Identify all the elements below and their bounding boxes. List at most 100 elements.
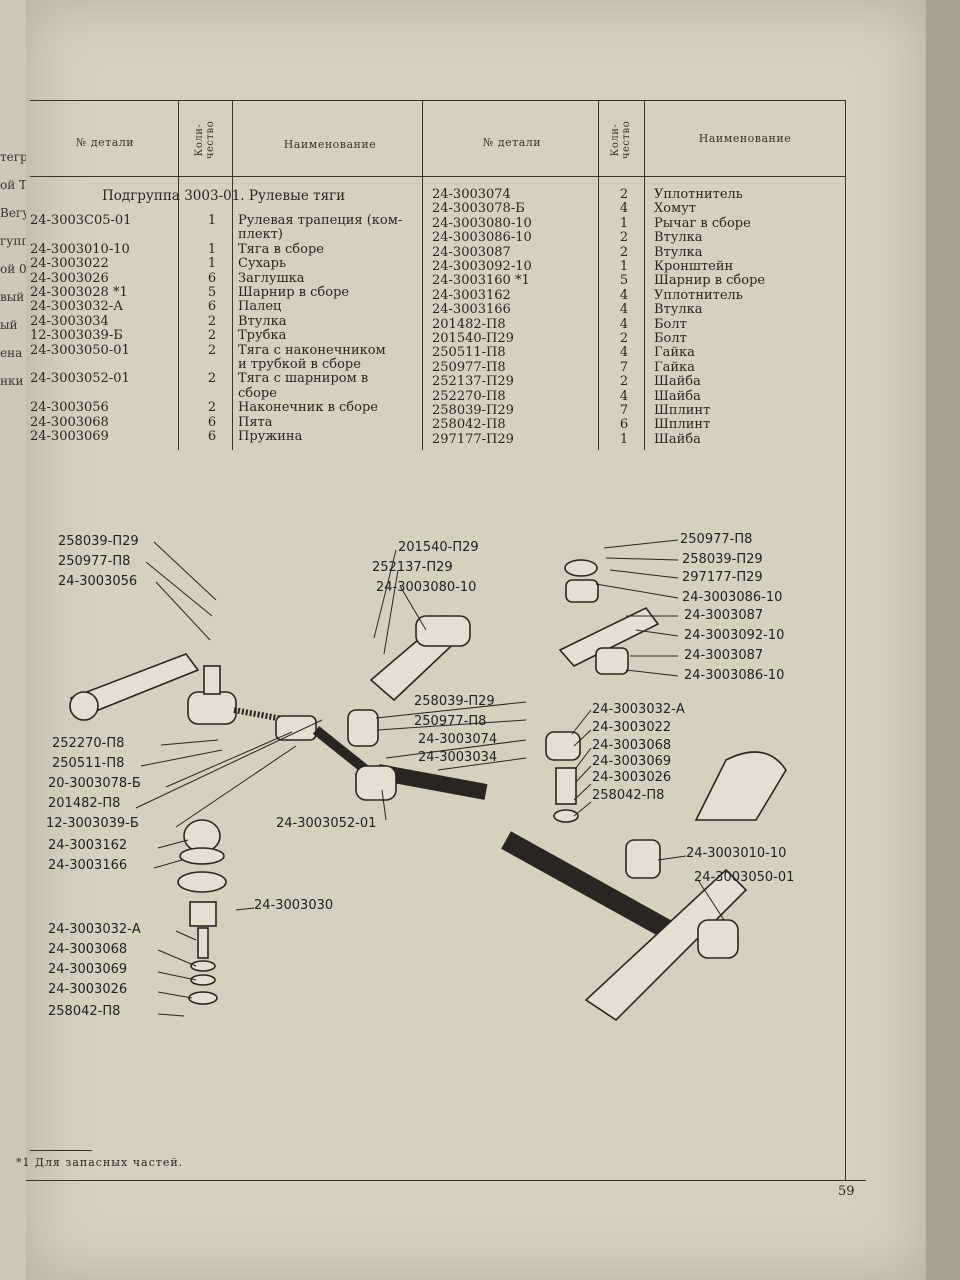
table-cell-name: Шайба — [654, 431, 701, 447]
plug — [188, 991, 218, 1005]
table-cell-num: 24-3003166 — [432, 302, 511, 318]
tie-rod-joint — [625, 839, 661, 879]
table-cell-name: Болт — [654, 331, 687, 346]
table-cell-qty: 4 — [619, 388, 629, 404]
part-callout: 12-3003039-Б — [46, 816, 139, 831]
prev-page-fragment: вый — [0, 290, 25, 304]
part-callout: 24-3003052-01 — [276, 816, 377, 831]
table-cell-name: Рычаг в сборе — [654, 215, 751, 231]
table-cell-name: Втулка — [238, 313, 287, 329]
table-cell-num: 24-3003069 — [30, 429, 109, 444]
bushing — [179, 847, 225, 865]
part-callout: 258039-П29 — [414, 694, 495, 709]
table-cell-num: 24-3003022 — [30, 256, 109, 272]
table-cell-qty: 2 — [619, 230, 629, 246]
table-cell-num: 24-3003160 *1 — [432, 273, 530, 289]
table-cell-qty: 5 — [207, 285, 217, 300]
part-callout: 24-3003087 — [684, 648, 764, 663]
pin — [555, 767, 577, 805]
column-divider — [644, 100, 645, 450]
table-cell-name: Наконечник в сборе — [238, 400, 378, 416]
table-cell-num: 252137-П29 — [432, 374, 514, 390]
table-cell-qty: 4 — [619, 201, 629, 217]
table-cell-num: 24-3003068 — [30, 414, 109, 430]
table-cell-qty: 1 — [619, 431, 629, 447]
part-callout: 252137-П29 — [372, 560, 453, 575]
table-cell-qty: 2 — [207, 342, 217, 358]
table-cell-num: 258042-П8 — [432, 417, 506, 433]
part-callout: 24-3003026 — [592, 770, 672, 785]
table-cell-qty: 7 — [619, 403, 629, 418]
part-callout: 258042-П8 — [48, 1004, 121, 1019]
table-cell-name: Сухарь — [238, 256, 287, 272]
footnote: *1 Для запасных частей. — [16, 1156, 184, 1169]
prev-page-fragment: нки — [0, 374, 24, 388]
part-callout: 258039-П29 — [58, 534, 139, 549]
table-cell-qty: 2 — [619, 187, 629, 202]
table-cell-qty: 4 — [619, 287, 629, 303]
header-bottom-rule — [30, 176, 845, 177]
clamp — [275, 715, 317, 741]
table-cell-name: Уплотнитель — [654, 287, 743, 303]
prev-page-fragment: ой Т — [0, 178, 28, 192]
long-tie-rod — [501, 831, 691, 949]
table-cell-num: 24-3003028 *1 — [30, 285, 128, 300]
leader-lines — [135, 539, 725, 1017]
header-quantity: Коли-чество — [194, 120, 216, 160]
table-cell-num: 24-3003080-10 — [432, 215, 532, 231]
table-cell-name: Болт — [654, 316, 687, 332]
page-edge-right — [926, 0, 960, 1280]
table-cell-num: 24-3003032-А — [30, 299, 124, 315]
part-callout: 201482-П8 — [48, 796, 121, 811]
part-callout: 20-3003078-Б — [48, 776, 141, 791]
seat — [190, 960, 216, 972]
table-cell-qty: 6 — [207, 299, 217, 315]
table-cell-name: Трубка — [238, 328, 287, 344]
table-cell-num: 24-3003078-Б — [432, 201, 525, 217]
table-cell-num: 24-3003087 — [432, 244, 511, 260]
bottom-frame-rule — [26, 1180, 866, 1181]
table-cell-num: 24-3003010-10 — [30, 241, 130, 257]
idler-joint — [347, 709, 379, 747]
right-ball-joint — [697, 919, 739, 959]
part-callout: 24-3003068 — [592, 738, 672, 753]
table-cell-name: Втулка — [654, 230, 703, 246]
steering-linkage-drawing — [69, 539, 787, 1022]
part-callout: 250511-П8 — [52, 756, 125, 771]
table-cell-num: 24-3003056 — [30, 400, 109, 416]
part-callout: 24-3003092-10 — [684, 628, 785, 643]
steering-knuckle — [694, 751, 787, 821]
table-cell-name: Шарнир в сборе — [238, 285, 350, 300]
part-callout: 24-3003162 — [48, 838, 128, 853]
part-callout: 250977-П8 — [680, 532, 753, 547]
table-cell-qty: 4 — [619, 345, 629, 361]
table-cell-num: 24-3003092-10 — [432, 259, 532, 274]
header-part-number-2: № детали — [482, 136, 542, 149]
table-cell-num: 24-3003026 — [30, 270, 109, 286]
pin-body — [189, 901, 217, 927]
prev-page-fragment: ой 0 — [0, 262, 27, 276]
table-cell-num: 201482-П8 — [432, 316, 506, 332]
table-cell-num: 258039-П29 — [432, 403, 514, 418]
table-cell-qty: 2 — [207, 313, 217, 329]
prev-page-fragment: ый — [0, 318, 18, 332]
part-callout: 24-3003080-10 — [376, 580, 477, 595]
prev-page-fragment: ена — [0, 346, 23, 360]
washer — [564, 559, 598, 577]
table-cell-num: 297177-П29 — [432, 431, 514, 447]
bracket-arm — [558, 606, 660, 667]
table-cell-qty: 6 — [207, 270, 217, 286]
table-cell-num: 24-3003052-01 — [30, 371, 130, 387]
joint-seal — [545, 731, 581, 761]
table-cell-name: Рулевая трапеция (ком- — [238, 213, 403, 228]
header-top-rule — [30, 100, 845, 101]
part-callout: 24-3003010-10 — [686, 846, 787, 861]
part-callout: 24-3003026 — [48, 982, 128, 997]
table-cell-num: 12-3003039-Б — [30, 328, 123, 344]
bushing-top — [565, 579, 599, 603]
header-name-2: Наименование — [698, 132, 792, 145]
part-callout: 24-3003056 — [58, 574, 138, 589]
table-cell-qty: 4 — [619, 302, 629, 318]
table-cell-num: 250511-П8 — [432, 345, 506, 361]
